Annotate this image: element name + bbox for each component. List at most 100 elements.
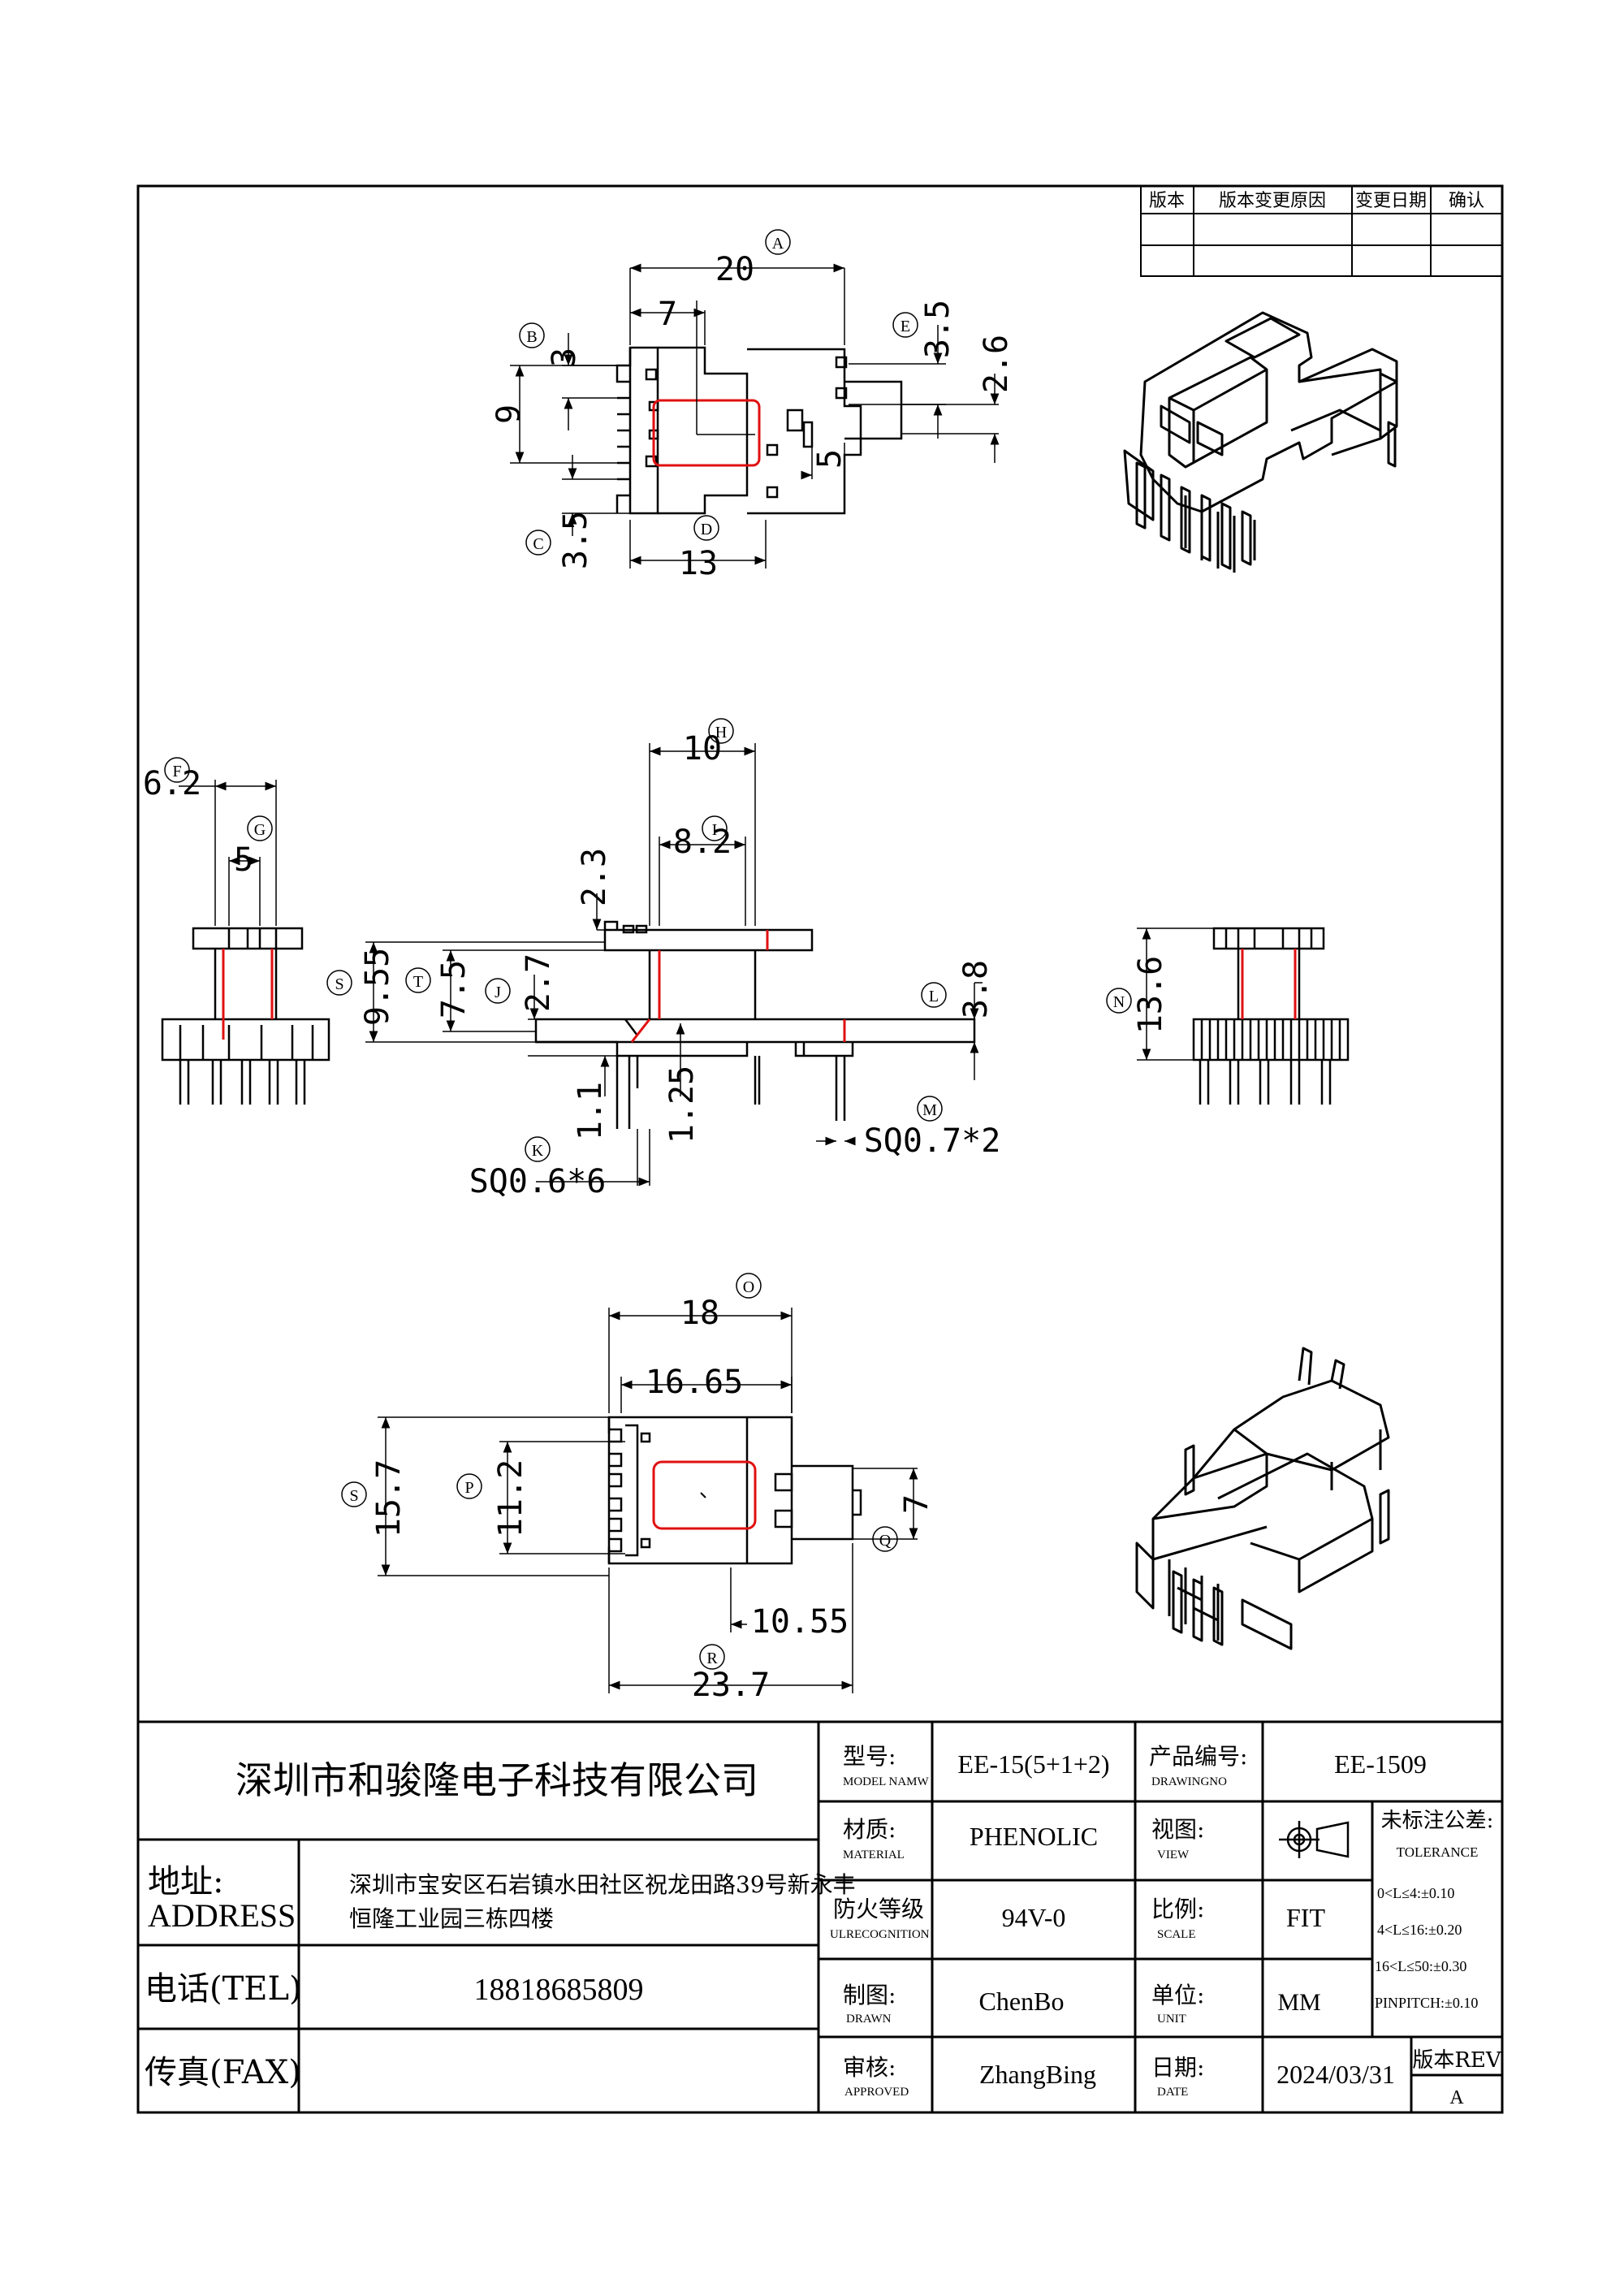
right-side-view — [1192, 927, 1350, 1105]
bottom-view-labels: 18 16.65 15.7 11.2 7 10.55 23.7 — [370, 1295, 935, 1704]
tag-s-bottom: S — [349, 1487, 358, 1505]
tag-d: D — [701, 521, 712, 538]
address-line-2: 恒隆工业园三栋四楼 — [349, 1905, 554, 1932]
date-label-cn: 日期: — [1151, 2054, 1204, 2081]
tag-i: I — [712, 821, 718, 839]
tag-b: B — [526, 328, 537, 346]
dim-5: 5 — [811, 449, 849, 469]
fire-label-en: ULRECOGNITION — [830, 1928, 930, 1941]
rev-header-reason: 版本变更原因 — [1219, 191, 1326, 211]
tag-g: G — [254, 821, 266, 839]
left-side-tags: F G — [164, 757, 273, 841]
dim-2-3: 2.3 — [576, 848, 613, 906]
approved-value: ZhangBing — [979, 2060, 1096, 2089]
tolerance-label-en: TOLERANCE — [1397, 1844, 1479, 1860]
fax-label: 传真(FAX) — [145, 2054, 301, 2091]
front-view-tags: H I S T J L K M — [326, 718, 947, 1162]
dim-13-6: 13.6 — [1132, 956, 1169, 1034]
bottom-view — [607, 1416, 862, 1565]
dim-15-7: 15.7 — [370, 1459, 408, 1537]
dim-7: 7 — [658, 296, 677, 333]
view-label-cn: 视图: — [1151, 1816, 1204, 1843]
left-side-labels: 6.2 5 — [143, 765, 253, 879]
dim-3-8: 3.8 — [957, 960, 995, 1018]
dim-10: 10 — [683, 730, 722, 767]
dim-9: 9 — [490, 404, 528, 424]
unit-label-en: UNIT — [1157, 2013, 1186, 2026]
dim-10-55: 10.55 — [751, 1603, 849, 1641]
date-label-en: DATE — [1157, 2086, 1188, 2099]
top-view-labels: 20 7 3 9 3.5 13 3.5 2.6 5 — [490, 251, 1015, 582]
dim-3-5-right: 3.5 — [919, 300, 957, 358]
front-view-dims — [365, 743, 983, 1187]
date-value: 2024/03/31 — [1276, 2060, 1395, 2089]
tel-value: 18818685809 — [474, 1973, 644, 2007]
bottom-view-dims — [378, 1308, 918, 1693]
tag-f: F — [172, 763, 181, 780]
isometric-view-top — [1123, 311, 1398, 573]
isometric-view-bottom — [1135, 1347, 1390, 1650]
projection-symbol-icon — [1279, 1821, 1350, 1858]
tag-p: P — [464, 1479, 473, 1497]
tolerance-line-3: 16<L≤50:±0.30 — [1375, 1958, 1466, 1974]
address-label-en: ADDRESS — [148, 1897, 296, 1934]
sheet-border — [136, 184, 1504, 2114]
tag-n: N — [1113, 993, 1125, 1011]
rev-value: A — [1449, 2087, 1464, 2108]
dim-13: 13 — [679, 545, 718, 582]
tag-r: R — [706, 1650, 718, 1667]
left-side-view — [161, 927, 330, 1105]
tolerance-line-4: PINPITCH:±0.10 — [1375, 1995, 1478, 2011]
drawn-value: ChenBo — [979, 1987, 1065, 2016]
model-label-cn: 型号: — [843, 1743, 896, 1770]
rev-header-date: 变更日期 — [1355, 191, 1427, 211]
drawn-label-cn: 制图: — [843, 1982, 896, 2008]
dim-23-7: 23.7 — [692, 1667, 770, 1704]
drawing-no-label-en: DRAWINGNO — [1151, 1775, 1227, 1788]
rev-label: 版本REV — [1412, 2048, 1502, 2073]
drawing-no-value: EE-1509 — [1334, 1749, 1427, 1779]
tolerance-line-1: 0<L≤4:±0.10 — [1377, 1885, 1454, 1901]
dim-9-55: 9.55 — [359, 948, 396, 1026]
tag-j: J — [495, 984, 501, 1001]
tag-k: K — [532, 1142, 544, 1160]
fire-label-cn: 防火等级 — [833, 1896, 924, 1922]
title-block-lines — [138, 1720, 1502, 2112]
dim-1-25: 1.25 — [663, 1066, 701, 1144]
dim-20: 20 — [715, 251, 754, 288]
dim-3: 3 — [546, 348, 583, 367]
revision-table: 版本 版本变更原因 变更日期 确认 — [1140, 185, 1503, 277]
right-side-dims — [1137, 927, 1214, 1061]
tag-t: T — [413, 973, 423, 991]
dim-2-6: 2.6 — [978, 335, 1015, 393]
tag-o: O — [743, 1278, 754, 1296]
title-block-left: 深圳市和骏隆电子科技有限公司 地址: ADDRESS 深圳市宝安区石岩镇水田社区… — [145, 1758, 856, 2091]
tel-label: 电话(TEL) — [145, 1970, 302, 2008]
approved-label-en: APPROVED — [844, 2086, 909, 2099]
right-side-labels: 13.6 — [1132, 956, 1169, 1034]
material-label-en: MATERIAL — [843, 1848, 905, 1861]
unit-label-cn: 单位: — [1151, 1982, 1204, 2008]
drawn-label-en: DRAWN — [846, 2013, 892, 2026]
scale-label-en: SCALE — [1157, 1928, 1196, 1941]
right-side-tags: N — [1106, 988, 1132, 1014]
tag-s-front: S — [335, 975, 343, 993]
address-label-cn: 地址: — [148, 1863, 223, 1900]
tag-q: Q — [879, 1532, 892, 1550]
rev-header-confirm: 确认 — [1449, 191, 1484, 211]
view-label-en: VIEW — [1157, 1848, 1190, 1861]
rev-header-version: 版本 — [1149, 191, 1185, 211]
model-label-en: MODEL NAMW — [843, 1775, 930, 1788]
bottom-view-tags: O S P Q R — [341, 1273, 898, 1670]
tag-e: E — [901, 318, 910, 335]
top-view-dims — [510, 263, 1000, 569]
dim-16-65: 16.65 — [646, 1364, 743, 1401]
top-view — [615, 301, 903, 515]
dim-2-7: 2.7 — [520, 953, 557, 1012]
scale-label-cn: 比例: — [1151, 1896, 1204, 1922]
drawing-no-label-cn: 产品编号: — [1149, 1743, 1247, 1770]
left-side-dims — [179, 780, 277, 926]
model-value: EE-15(5+1+2) — [957, 1749, 1109, 1779]
dim-11-2: 11.2 — [492, 1459, 529, 1537]
